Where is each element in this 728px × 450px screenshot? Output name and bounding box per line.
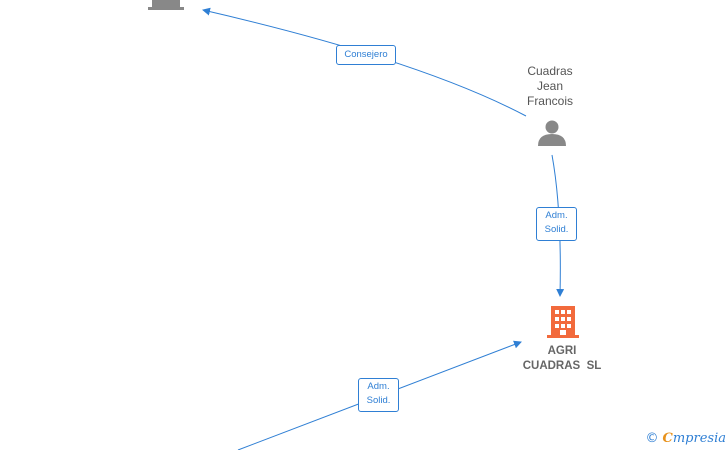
building-icon[interactable] <box>547 306 579 338</box>
edge-label-line: Adm. <box>367 381 390 392</box>
edge-label-line: Solid. <box>366 395 391 406</box>
edge-label-line: Adm. <box>545 210 568 221</box>
edge-label-adm-bottom: Adm. Solid. <box>358 378 399 412</box>
copyright-symbol: © <box>645 431 659 446</box>
brand-name: mpresia <box>672 431 726 446</box>
company-name-label[interactable]: AGRI CUADRAS SL <box>500 344 624 374</box>
empresia-watermark: ©Cmpresia <box>646 431 727 446</box>
person-icon[interactable] <box>538 120 566 147</box>
person-name-line: Cuadras <box>527 64 573 78</box>
building-icon[interactable] <box>148 0 184 10</box>
company-name-line: AGRI <box>547 345 577 357</box>
brand-initial: C <box>662 431 673 446</box>
company-name-line: CUADRAS SL <box>522 360 602 372</box>
edge-label-line: Solid. <box>544 224 569 235</box>
person-name-line: Francois <box>526 94 573 108</box>
person-name-line: Jean <box>536 79 564 93</box>
person-name-label[interactable]: Cuadras Jean Francois <box>510 64 590 109</box>
edge-label-consejero: Consejero <box>336 45 396 65</box>
edge-label-adm-person: Adm. Solid. <box>536 207 577 241</box>
